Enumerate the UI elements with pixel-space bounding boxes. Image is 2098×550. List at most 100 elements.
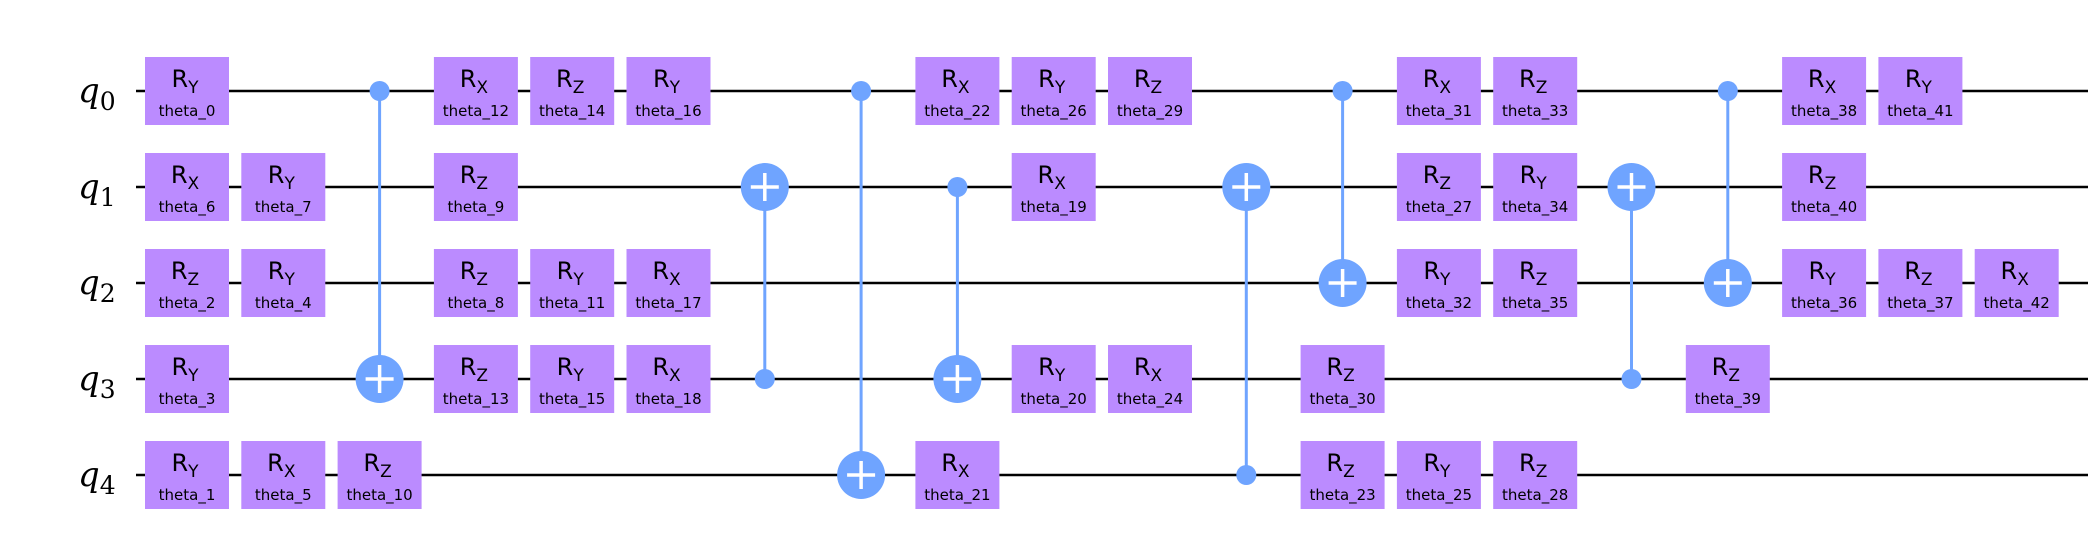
gate-param: theta_20 [1021,390,1087,409]
qubit-index: 1 [100,183,116,212]
cnot-gate [1318,81,1367,307]
gate-param: theta_13 [443,390,509,409]
gate-param: theta_31 [1406,102,1472,121]
gate-axis: Y [187,462,199,482]
gate-box [530,345,615,413]
gate-param: theta_38 [1791,102,1857,121]
gate-box [1011,57,1096,125]
gate-axis: X [958,462,970,482]
gate-axis: Z [1536,78,1548,98]
gate-axis: X [188,174,200,194]
target-plus-icon [1222,163,1271,211]
gate-axis: X [1151,366,1163,386]
gate-param: theta_10 [346,486,412,505]
gate-name: RZ [1712,353,1740,386]
gate-box [1493,57,1578,125]
gate-param: theta_5 [255,486,312,505]
cnot-gates [355,81,1752,499]
gate-axis: Z [380,462,392,482]
gate-box [1011,345,1096,413]
gate-param: theta_3 [159,390,216,409]
gate-name: RX [652,257,681,290]
gate-name: RX [652,353,681,386]
qubit-letter: q [78,455,100,495]
gate-name: RY [1038,65,1066,98]
gate-box [1396,57,1481,125]
gate-box [915,57,1000,125]
gate-box [1396,441,1481,509]
gate-axis: X [284,462,296,482]
gate-axis: X [1054,174,1066,194]
gate-axis: Z [1825,174,1837,194]
gate-axis: Z [1921,270,1933,290]
gate-name: RY [557,257,585,290]
gate-axis: Y [283,270,295,290]
gate-axis: Y [669,78,681,98]
gate-axis: Z [1151,78,1163,98]
gate-axis: X [1439,78,1451,98]
gate-axis: Z [1343,366,1355,386]
gate-name: RX [267,449,296,482]
gate-param: theta_41 [1887,102,1953,121]
gate-box [433,57,518,125]
gate-param: theta_42 [1984,294,2050,313]
gate-name: RY [1038,353,1066,386]
gate-param: theta_22 [924,102,990,121]
gate-name: RZ [1423,161,1451,194]
gate-param: theta_36 [1791,294,1857,313]
target-plus-icon [355,355,404,403]
gate-name: RZ [1808,161,1836,194]
gate-param: theta_11 [539,294,605,313]
qubit-label: q2 [78,263,116,308]
gate-axis: Y [1439,270,1451,290]
qubit-letter: q [78,359,100,399]
gate-param: theta_7 [255,198,312,217]
gate-name: RX [941,65,970,98]
gate-name: RZ [363,449,391,482]
gate-box [1878,249,1963,317]
gate-name: RZ [171,257,199,290]
gate-box [1108,345,1192,413]
target-plus-icon [1703,259,1752,307]
gate-box [530,57,615,125]
gate-axis: Y [1054,366,1066,386]
gate-name: RY [557,353,585,386]
gate-axis: Y [572,270,584,290]
gate-param: theta_35 [1502,294,1568,313]
gate-name: RZ [460,353,488,386]
gate-param: theta_4 [255,294,312,313]
gate-box [145,153,229,221]
qubit-label: q4 [78,455,116,500]
gate-axis: Z [476,366,488,386]
gate-axis: X [669,270,681,290]
gate-param: theta_30 [1309,390,1375,409]
target-plus-icon [740,163,789,211]
gate-param: theta_40 [1791,198,1857,217]
gate-box [1685,345,1770,413]
gate-box [626,345,711,413]
gate-param: theta_19 [1021,198,1087,217]
gate-name: RZ [1134,65,1162,98]
gate-name: RZ [1326,353,1354,386]
qubit-index: 2 [100,279,116,308]
gate-name: RX [171,161,200,194]
cnot-gate [1703,81,1752,307]
gate-name: RZ [460,257,488,290]
control-dot [1717,81,1738,101]
gate-axis: Y [1921,78,1933,98]
gate-box [626,249,711,317]
qubit-letter: q [78,263,100,303]
gate-axis: Y [1439,462,1451,482]
gate-name: RY [1809,257,1837,290]
qubit-label: q0 [78,71,116,116]
target-plus-icon [1318,259,1367,307]
